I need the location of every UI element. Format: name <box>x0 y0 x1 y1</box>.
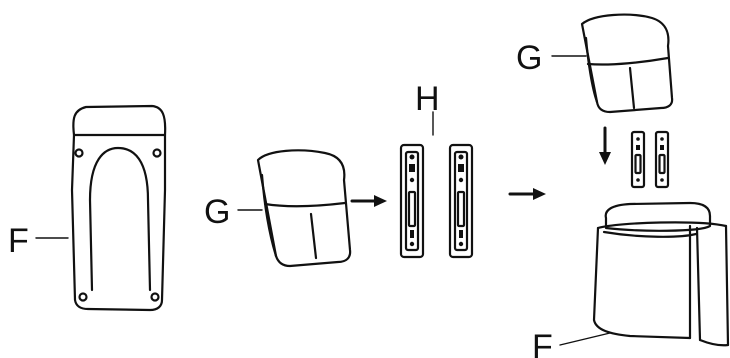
arrow-right-icon <box>508 188 546 200</box>
label-f-left: F <box>8 222 29 260</box>
label-h: H <box>415 80 440 118</box>
bracket-h-left <box>399 143 425 259</box>
screw-hole <box>150 292 160 302</box>
label-g-right: G <box>516 39 542 77</box>
backrest-g-middle <box>256 149 352 268</box>
bracket-small-left <box>630 130 646 189</box>
label-g-middle: G <box>204 193 230 231</box>
bracket-small-right <box>654 130 670 189</box>
backrest-g-right <box>580 13 674 114</box>
screw-hole <box>78 292 88 302</box>
arrow-right-icon <box>350 195 387 207</box>
bracket-h-right <box>448 143 474 259</box>
screw-hole <box>152 148 162 158</box>
base-panel-f <box>70 104 167 312</box>
arrow-down-icon <box>599 126 611 165</box>
screw-hole <box>74 148 84 158</box>
leader-line-f-right <box>559 332 611 346</box>
label-f-right: F <box>532 328 553 358</box>
base-assembled-f <box>592 201 730 347</box>
